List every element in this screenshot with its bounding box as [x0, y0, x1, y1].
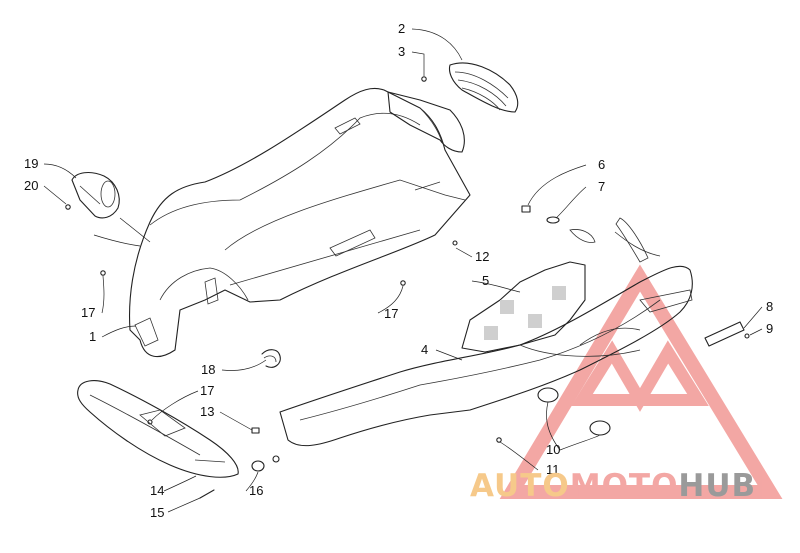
part-5-insulation-pad [461, 261, 586, 353]
callout-10: 10 [546, 442, 561, 457]
callout-14: 14 [150, 483, 165, 498]
callout-9: 9 [766, 321, 774, 336]
callout-16: 16 [249, 483, 264, 498]
callout-8: 8 [766, 299, 774, 314]
watermark-hub: HUB [678, 468, 757, 504]
callout-17-lower: 17 [200, 383, 215, 398]
callout-19: 19 [24, 156, 39, 171]
callout-1: 1 [89, 329, 97, 344]
callout-13: 13 [200, 404, 215, 419]
callout-3: 3 [398, 44, 406, 59]
watermark-triangle-logo [499, 264, 783, 499]
callout-17-center: 17 [384, 306, 399, 321]
fasteners [65, 76, 750, 499]
callout-11: 11 [546, 462, 560, 477]
callout-18: 18 [201, 362, 216, 377]
callout-6: 6 [598, 157, 606, 172]
part-14-lower-bumper [77, 380, 239, 478]
callout-2: 2 [398, 21, 406, 36]
part-2-grille [448, 62, 519, 113]
part-18-clamp [261, 349, 281, 368]
callout-20: 20 [24, 178, 39, 193]
callout-4: 4 [421, 342, 429, 357]
callout-17-left: 17 [81, 305, 96, 320]
part-grille-bracket [387, 91, 465, 153]
part-8-plate [704, 321, 745, 347]
part-1-console-panel [129, 87, 471, 358]
leader-lines [43, 28, 763, 513]
part-4-lower-tray [279, 217, 693, 447]
part-19-boot [71, 171, 120, 219]
callout-5: 5 [482, 273, 490, 288]
watermark-text: AUTOMOTOHUB [470, 468, 756, 504]
callout-12: 12 [475, 249, 490, 264]
watermark-moto: MOTO [569, 468, 679, 504]
callout-7: 7 [598, 179, 606, 194]
watermark-auto: AUTO [470, 468, 570, 504]
callout-15: 15 [150, 505, 165, 520]
